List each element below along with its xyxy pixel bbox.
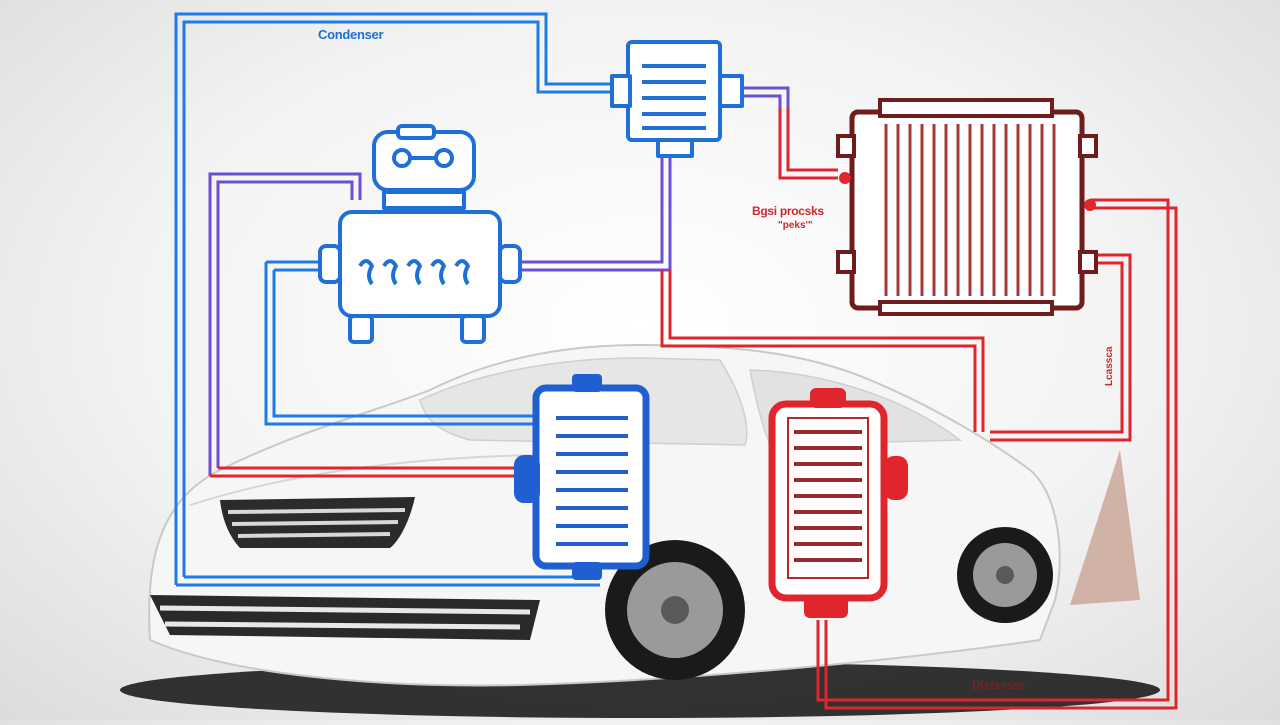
front-wheel [605,540,745,680]
low-pressure-lines [174,12,612,587]
mid-pressure-lines [208,86,790,476]
heater-core-icon [768,388,908,618]
car-bumper-intake [150,595,540,640]
receiver-dryer-icon [610,40,744,158]
rear-wheel [957,527,1053,623]
condenser-icon [836,98,1098,316]
high-pressure-lines [210,108,1178,710]
compressor-icon [318,124,522,344]
evaporator-icon [514,374,650,580]
condenser-label: Condenser [318,27,384,42]
car-grille [220,497,415,548]
rear-mudflap [1070,450,1140,605]
bottom-label: Distsessr [972,678,1025,692]
side-label: Lcassca [1104,346,1115,386]
high-pressure-label: Bgsi procsks [752,204,824,218]
high-pressure-sublabel: "peks'" [778,220,813,231]
